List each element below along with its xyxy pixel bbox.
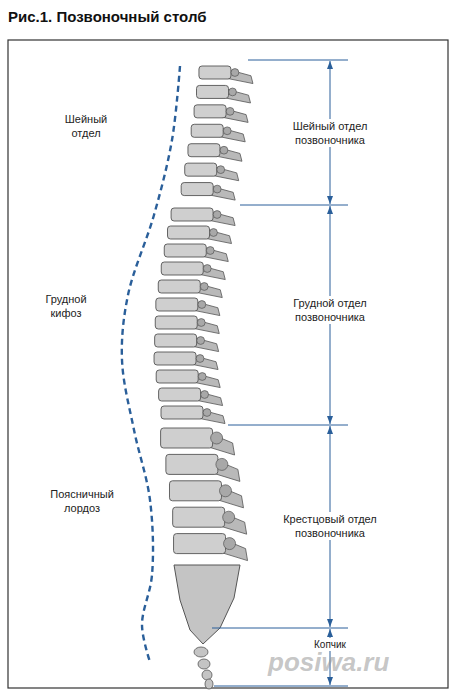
articular-process <box>231 69 239 77</box>
vertebra <box>168 226 232 244</box>
vertebral-body <box>156 298 198 311</box>
articular-process <box>223 127 231 135</box>
vertebral-body <box>188 144 220 157</box>
articular-process <box>196 355 204 363</box>
vertebra <box>185 163 239 181</box>
vertebra <box>158 280 222 298</box>
watermark: posiwa.ru <box>268 648 458 677</box>
articular-process <box>213 211 221 219</box>
vertebral-body <box>197 85 229 98</box>
region-label: Крестцовый отдел позвоночника <box>256 512 404 540</box>
vertebral-body <box>155 334 197 347</box>
articular-process <box>223 511 235 523</box>
vertebra <box>155 316 219 334</box>
level-line <box>214 686 348 687</box>
vertebra <box>199 66 253 84</box>
articular-process <box>224 538 236 550</box>
vertebral-body <box>161 428 213 448</box>
articular-process <box>229 88 237 96</box>
level-line <box>240 205 348 206</box>
coccyx-segment <box>194 647 208 657</box>
figure-frame <box>8 40 448 688</box>
sacrum <box>174 565 240 644</box>
vertebral-body <box>185 163 217 176</box>
vertebra <box>154 352 218 370</box>
vertebral-body <box>181 183 213 196</box>
articular-process <box>203 265 211 273</box>
level-lines <box>212 60 348 686</box>
articular-process <box>200 283 208 291</box>
vertebra <box>181 183 235 201</box>
vertebral-body <box>191 124 223 137</box>
vertebral-body <box>159 388 201 401</box>
articular-process <box>216 458 228 470</box>
region-label: Шейный отдел позвоночника <box>264 119 396 147</box>
vertebra <box>156 298 220 316</box>
vertebra <box>159 388 223 406</box>
vertebral-body <box>169 481 221 501</box>
vertebral-body <box>171 208 213 221</box>
vertebra <box>166 454 240 481</box>
vertebral-body <box>156 370 198 383</box>
vertebra <box>174 534 248 561</box>
dimension-arrows <box>330 61 331 685</box>
articular-process <box>226 107 234 115</box>
vertebra <box>155 334 219 352</box>
figure-title: Рис.1. Позвоночный столб <box>8 8 207 25</box>
coccyx-segment <box>202 670 212 680</box>
level-line <box>248 60 348 61</box>
articular-process <box>211 432 223 444</box>
vertebrae <box>154 66 253 561</box>
coccyx <box>194 647 213 689</box>
curve-label: Поясничный лордоз <box>36 487 128 515</box>
level-line <box>228 425 348 426</box>
vertebra <box>156 370 220 388</box>
articular-process <box>210 229 218 237</box>
articular-process <box>198 301 206 309</box>
vertebral-body <box>168 226 210 239</box>
vertebral-body <box>164 244 206 257</box>
curve-label: Шейный отдел <box>54 112 118 140</box>
vertebral-body <box>174 534 226 554</box>
articular-process <box>201 391 209 399</box>
vertebra <box>194 105 248 123</box>
vertebral-body <box>194 105 226 118</box>
articular-process <box>197 319 205 327</box>
vertebral-body <box>161 262 203 275</box>
coccyx-segment <box>198 659 210 669</box>
level-line <box>212 628 348 629</box>
vertebral-body <box>155 316 197 329</box>
vertebral-body <box>166 454 218 474</box>
vertebral-body <box>173 507 225 527</box>
vertebral-body <box>161 406 203 419</box>
vertebra <box>191 124 245 142</box>
articular-process <box>213 185 221 193</box>
vertebra <box>188 144 242 162</box>
vertebra <box>164 244 228 262</box>
vertebra <box>161 406 225 424</box>
vertebral-body <box>154 352 196 365</box>
vertebra <box>197 85 251 103</box>
articular-process <box>198 373 206 381</box>
articular-process <box>197 337 205 345</box>
vertebra <box>169 481 243 508</box>
vertebra <box>173 507 247 534</box>
vertebral-body <box>158 280 200 293</box>
vertebra <box>161 262 225 280</box>
vertebral-body <box>199 66 231 79</box>
articular-process <box>203 409 211 417</box>
articular-process <box>220 146 228 154</box>
articular-process <box>217 166 225 174</box>
articular-process <box>219 485 231 497</box>
vertebra <box>161 428 235 455</box>
curve-label: Грудной кифоз <box>34 292 98 320</box>
articular-process <box>206 247 214 255</box>
coccyx-segment <box>205 679 213 689</box>
region-label: Грудной отдел позвоночника <box>264 296 396 324</box>
vertebra <box>171 208 235 226</box>
